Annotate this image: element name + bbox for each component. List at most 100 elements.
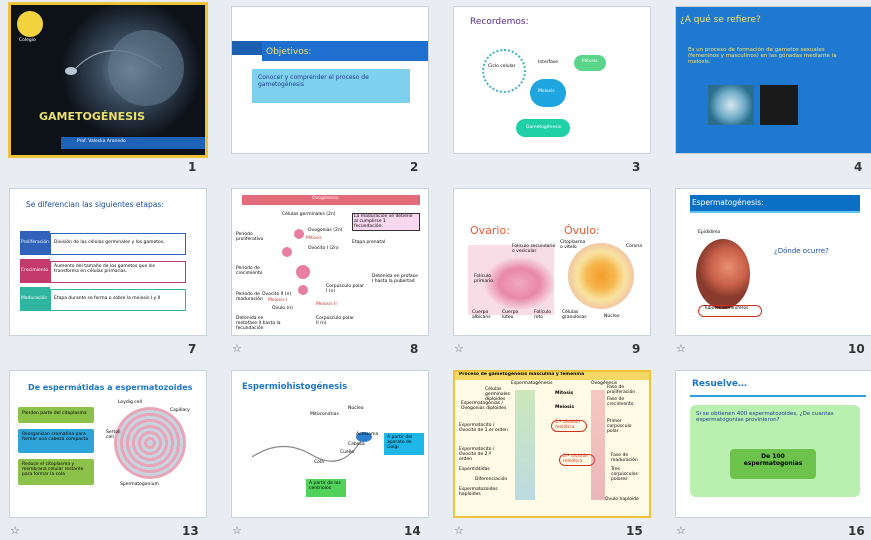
mitosis-node [574, 55, 606, 71]
div2: 2.ª división meiótica [563, 454, 589, 464]
label-mitosis: Mitosis [582, 59, 598, 64]
ov9-g: Corona [626, 244, 643, 249]
stage-desc-1: División de las células germinales y los… [54, 240, 165, 245]
transition-star-icon[interactable]: ☆ [232, 342, 242, 355]
diagram-header [455, 372, 649, 380]
ov9-f: Citoplasma o vitelo [560, 240, 586, 250]
slide-thumb-9[interactable]: Ovario: Óvulo: Folículo secundario o ves… [453, 188, 651, 336]
col-sperm: Espermatogénesis [511, 381, 553, 386]
objectives-content-box [252, 69, 410, 103]
stage-box-1 [50, 233, 186, 255]
ov9-a: Folículo secundario o vesicular [512, 244, 556, 254]
r7: Espermatozoides haploides [459, 487, 498, 497]
slide-number-7: 7 [188, 342, 197, 356]
ov-cell-2 [282, 247, 292, 257]
slide-2-bullet: Conocer y comprender el proceso de gamet… [258, 74, 369, 88]
div2-oval [559, 454, 595, 466]
slide-thumb-13[interactable]: De espermátidas a espermatozoides Pierde… [9, 370, 207, 518]
cell-cycle-dots [482, 49, 526, 93]
sperm-diagram [252, 432, 372, 462]
stage-arrow-2 [20, 259, 50, 283]
ovo-column [591, 390, 605, 500]
centriolos-box [306, 479, 346, 497]
slide-thumb-15[interactable]: Proceso de gametogénesis masculina y fem… [453, 370, 651, 518]
slide-thumb-8[interactable]: Ovogénesis: Células germinales (2n) Ovog… [231, 188, 429, 336]
slide-10-tubules: Túbulos seminíferos [704, 306, 749, 311]
lbl-acrosoma: Acrosoma [356, 432, 379, 437]
lbl-spermatogonium: Spermatogonium [120, 482, 159, 487]
r3: Espermatocito / Ovocito de 1.er orden [459, 423, 509, 433]
slide-2-title: Objetivos: [266, 47, 312, 57]
slide-number-13: 13 [182, 524, 199, 538]
lbl-mito: Mitocondrias [310, 412, 339, 417]
ov-maduracion: Periodo de maduración [236, 292, 263, 302]
ov-cp2: Corpúsculo polar II (n) [316, 316, 355, 326]
answer-box [730, 449, 816, 479]
slide-thumb-1[interactable]: Colegio GAMETOGÉNESIS Prof. Valeska Aran… [8, 2, 208, 158]
slide-thumb-10[interactable]: Espermatogénesis: ¿Dónde ocurre? Epidídi… [675, 188, 871, 336]
label-interfase: Interfase [538, 60, 559, 65]
label-meiosis: Meiosis [538, 89, 555, 94]
f3: Primer corpúsculo polar [607, 419, 632, 434]
ov-ovocito1: Ovocito I (2n) [308, 246, 339, 251]
lbl-cola: Cola [314, 460, 324, 465]
slide-9-ovulo: Óvulo: [564, 224, 600, 237]
step-text-3: Reduce el citoplasma y membrana celular … [22, 462, 84, 477]
transition-star-icon[interactable]: ☆ [232, 524, 242, 537]
ov-germinal: Células germinales (2n) [282, 212, 336, 217]
ov9-b: Folículo primario [474, 274, 493, 284]
lbl-nucleo: Núcleo [348, 406, 364, 411]
transition-star-icon[interactable]: ☆ [676, 342, 686, 355]
slide-thumb-4[interactable]: ¿A qué se refiere? Es un proceso de form… [675, 6, 871, 154]
slide-16-answer: De 100 espermatogonias [743, 453, 803, 467]
ov-note: La maduración se detiene al cumplirse 1 … [354, 214, 413, 229]
slide-number-4: 4 [854, 160, 863, 174]
slide-15-title: Proceso de gametogénesis masculina y fem… [459, 372, 585, 377]
stage-desc-2: Aumento del tamaño de los gametos que lo… [54, 264, 156, 274]
r1: Células germinales diploides [485, 387, 511, 402]
slide-thumb-14[interactable]: Espermiohistogénesis Mitocondrias Núcleo… [231, 370, 429, 518]
slide-thumb-16[interactable]: Resuelve… Si se obtienen 400 espermatozo… [675, 370, 871, 518]
stage-label-2: Crecimiento [21, 268, 49, 273]
sperm-column [515, 390, 535, 500]
slide-4-title: ¿A qué se refiere? [680, 15, 761, 25]
tubule-cross-section [114, 407, 186, 479]
gametogenesis-node [516, 119, 570, 137]
sperm-cell-image [65, 30, 184, 106]
ov-meiosis2: Meiosis II [316, 302, 337, 307]
golgi-box [384, 433, 424, 455]
div1: 1.ª división meiótica [555, 420, 581, 430]
slide-thumb-7[interactable]: Se diferencian las siguientes etapas: Pr… [9, 188, 207, 336]
r4: Espermatocito / Ovocito de 2.º orden [459, 447, 495, 462]
ov9-d: Cuerpo lúteo [502, 310, 519, 320]
ov-mitosis: Mitosis [306, 236, 322, 241]
transition-star-icon[interactable]: ☆ [454, 524, 464, 537]
ov-ovulo: Óvulo (n) [272, 306, 293, 311]
ovum-image [568, 243, 634, 309]
f1: Fase de proliferación [607, 385, 636, 395]
ov-meiosis1: Meiosis I [268, 298, 288, 303]
slide-number-2: 2 [410, 160, 419, 174]
ov-prenatal: Etapa prenatal [352, 240, 386, 245]
ov-detenida1: Detenida en profase I hasta la pubertad [372, 274, 418, 284]
lbl-centriolos: A partir de los centriolos [309, 481, 341, 491]
ov-proliferativo: Periodo proliferativo [236, 232, 264, 242]
slide-10-epid: Epidídimo [698, 230, 721, 235]
slide-number-16: 16 [848, 524, 865, 538]
transition-star-icon[interactable]: ☆ [676, 524, 686, 537]
f4: Fase de maduración [611, 453, 638, 463]
step-box-2 [18, 429, 94, 453]
ov9-i: Núcleo [604, 314, 620, 319]
ov-cp1: Corpúsculo polar I (n) [326, 284, 365, 294]
title-underline [690, 395, 866, 397]
slide-thumb-3[interactable]: Recordemos: Ciclo celular Interfase Mito… [453, 6, 651, 154]
slide-9-ovario: Ovario: [470, 224, 510, 237]
stage-arrow-1 [20, 231, 50, 255]
author-text: Prof. Valeska Aranedo [77, 139, 126, 144]
lbl-sertoli: Sertoli cell [106, 430, 121, 440]
lbl-leydig: Leydig cell [118, 400, 142, 405]
transition-star-icon[interactable]: ☆ [10, 524, 20, 537]
slide-thumb-2[interactable]: Objetivos: Conocer y comprender el proce… [231, 6, 429, 154]
school-logo [17, 11, 43, 37]
transition-star-icon[interactable]: ☆ [454, 342, 464, 355]
